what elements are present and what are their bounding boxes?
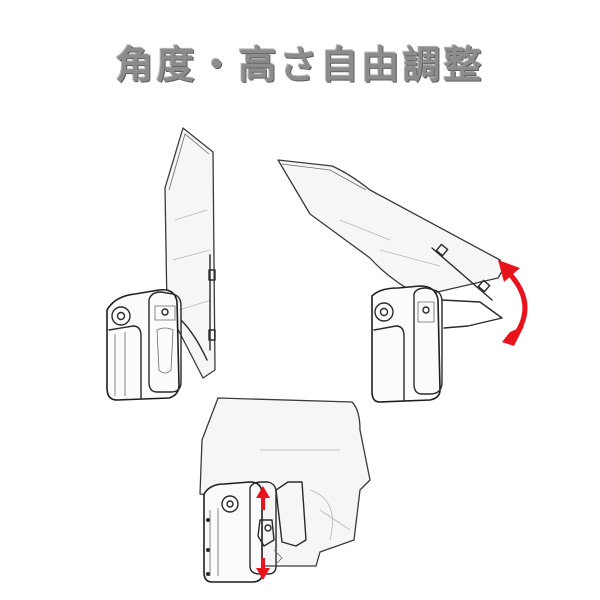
page-title: 角度・高さ自由調整 [115,43,485,87]
front-bracket-drawing [199,397,371,583]
figure-front-view [190,390,380,590]
upright-bracket-drawing [106,127,216,401]
height-adjust-arrow-icon [256,486,270,580]
figure-upright-view [95,120,245,410]
rotate-arrow-icon [498,260,528,346]
figure-tilted-view [270,150,550,410]
tilted-bracket-drawing [277,159,528,403]
